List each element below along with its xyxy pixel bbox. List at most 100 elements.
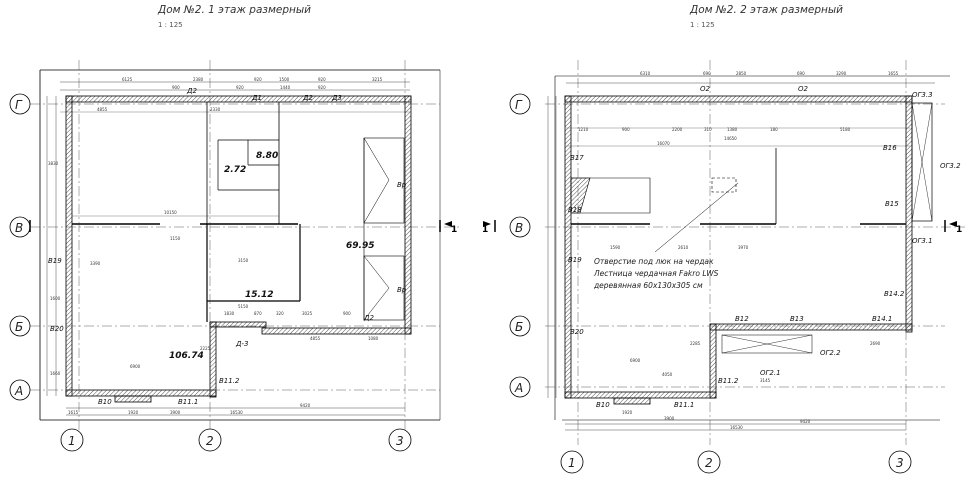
opening-tag: В19 — [568, 256, 582, 264]
plan-floor-2: Дом №2. 2 этаж размерный 1 : 125 6310 69… — [482, 4, 965, 474]
dim: 10150 — [164, 210, 177, 215]
dim: 920 — [318, 85, 326, 90]
opening-tag: В15 — [885, 200, 899, 208]
opening-tag: ОГ3.1 — [912, 237, 933, 245]
axis-bubbles: Г В Б А 1 2 3 — [9, 93, 412, 452]
dim: 920 — [318, 77, 326, 82]
dim: 16070 — [657, 141, 670, 146]
room-areas: 8.80 2.72 69.95 15.12 106.74 — [169, 151, 374, 361]
axis-label: 2 — [206, 434, 214, 448]
section-label: 1 — [482, 225, 488, 235]
opening-tag: Д1 — [251, 94, 262, 102]
axis-bubble — [509, 93, 531, 115]
dim: 3145 — [760, 378, 771, 383]
dim: 3970 — [738, 245, 749, 250]
dim: 1500 — [279, 77, 290, 82]
dim: 4855 — [97, 107, 108, 112]
opening-tag: В16 — [883, 144, 897, 152]
opening-tag: В13 — [790, 315, 804, 323]
axis-label: Б — [15, 320, 23, 334]
axis-label: А — [14, 384, 23, 398]
opening-tag: В11.2 — [718, 377, 739, 385]
opening-tag: ОГ2.2 — [820, 349, 841, 357]
plan-scale: 1 : 125 — [158, 21, 183, 29]
dim: 14650 — [724, 136, 737, 141]
axis-bubble — [888, 450, 912, 474]
axis-bubbles: Г В Б А 1 2 3 — [509, 93, 912, 474]
plan-title: Дом №2. 2 этаж размерный — [689, 4, 843, 16]
opening-tag: В17 — [570, 154, 584, 162]
opening-tag: В20 — [570, 328, 584, 336]
opening-tag: Д2 — [363, 314, 374, 322]
opening-tag: В12 — [735, 315, 749, 323]
opening-tag: Д2 — [302, 94, 313, 102]
opening-tags: О2 О2 ОГ3.3 ОГ3.2 ОГ3.1 ОГ2.2 ОГ2.1 В17 … — [568, 85, 961, 409]
plan-floor-1: Дом №2. 1 этаж размерный 1 : 125 6125 23… — [9, 4, 460, 452]
section-label: 1 — [451, 225, 457, 235]
room-area: 106.74 — [169, 351, 204, 361]
dim: 920 — [254, 77, 262, 82]
walls — [65, 95, 412, 403]
dim: 2285 — [690, 341, 701, 346]
opening-tag: В11.2 — [219, 377, 240, 385]
axis-bubble — [60, 428, 84, 452]
room-area: 69.95 — [346, 241, 374, 251]
dim: 1590 — [610, 245, 621, 250]
dim: 1830 — [224, 311, 235, 316]
axis-bubble — [388, 428, 412, 452]
opening-tag: В11.1 — [674, 401, 694, 409]
opening-tag: В10 — [596, 401, 610, 409]
dim: 900 — [343, 311, 351, 316]
dim: 1440 — [280, 85, 291, 90]
dim: 1920 — [622, 410, 633, 415]
dim: 6900 — [130, 364, 141, 369]
dim: 2330 — [210, 107, 221, 112]
dim: 1600 — [50, 296, 61, 301]
axis-label: А — [514, 381, 523, 395]
dim: 1210 — [578, 127, 589, 132]
opening-tag: ОГ2.1 — [760, 369, 781, 377]
attic-hatch-note: Отверстие под люк на чердак Лестница чер… — [593, 257, 719, 290]
dim: 2610 — [678, 245, 689, 250]
misc-dims: 1590 2610 3970 6900 4050 16530 9420 2285… — [547, 96, 906, 431]
dim: 310 — [704, 127, 712, 132]
opening-tag: В18 — [568, 206, 582, 214]
axis-bubble — [560, 450, 584, 474]
dim: 3900 — [170, 410, 181, 415]
opening-tag: В14.1 — [872, 315, 892, 323]
dim: 1615 — [68, 410, 79, 415]
dim: 2850 — [736, 71, 747, 76]
dim: 1920 — [128, 410, 139, 415]
dim: 870 — [254, 311, 262, 316]
axis-label: Г — [15, 98, 23, 112]
dim: 16530 — [730, 425, 743, 430]
opening-tag: Д-3 — [235, 340, 248, 348]
note-line: Отверстие под люк на чердак — [594, 257, 714, 266]
dim: 9420 — [300, 403, 311, 408]
axis-grid — [30, 60, 460, 435]
room-area: 8.80 — [256, 151, 278, 161]
opening-tag: В19 — [48, 257, 62, 265]
axis-label: 3 — [396, 434, 404, 448]
dim: 1080 — [368, 336, 379, 341]
opening-tag: В14.2 — [884, 290, 905, 298]
misc-dims: 10150 3150 5150 1830 870 320 3025 900 48… — [46, 96, 405, 416]
axis-bubble — [198, 428, 222, 452]
axis-label: Г — [515, 98, 523, 112]
top-dim-texts: 6310 690 2850 690 3290 1655 1210 900 220… — [578, 71, 899, 146]
opening-tag: Д2 — [186, 87, 197, 95]
dim: 6310 — [640, 71, 651, 76]
axis-bubble — [697, 450, 721, 474]
dim: 9420 — [800, 419, 811, 424]
room-area: 2.72 — [224, 165, 246, 175]
opening-tag: ОГ3.2 — [940, 162, 961, 170]
dim: 2200 — [672, 127, 683, 132]
dim: 3290 — [836, 71, 847, 76]
dim: 920 — [236, 85, 244, 90]
dim: 3025 — [302, 311, 313, 316]
opening-tag: Д3 — [331, 94, 342, 102]
axis-label: В — [15, 221, 23, 235]
axis-bubble — [509, 376, 531, 398]
axis-label: 1 — [68, 434, 76, 448]
